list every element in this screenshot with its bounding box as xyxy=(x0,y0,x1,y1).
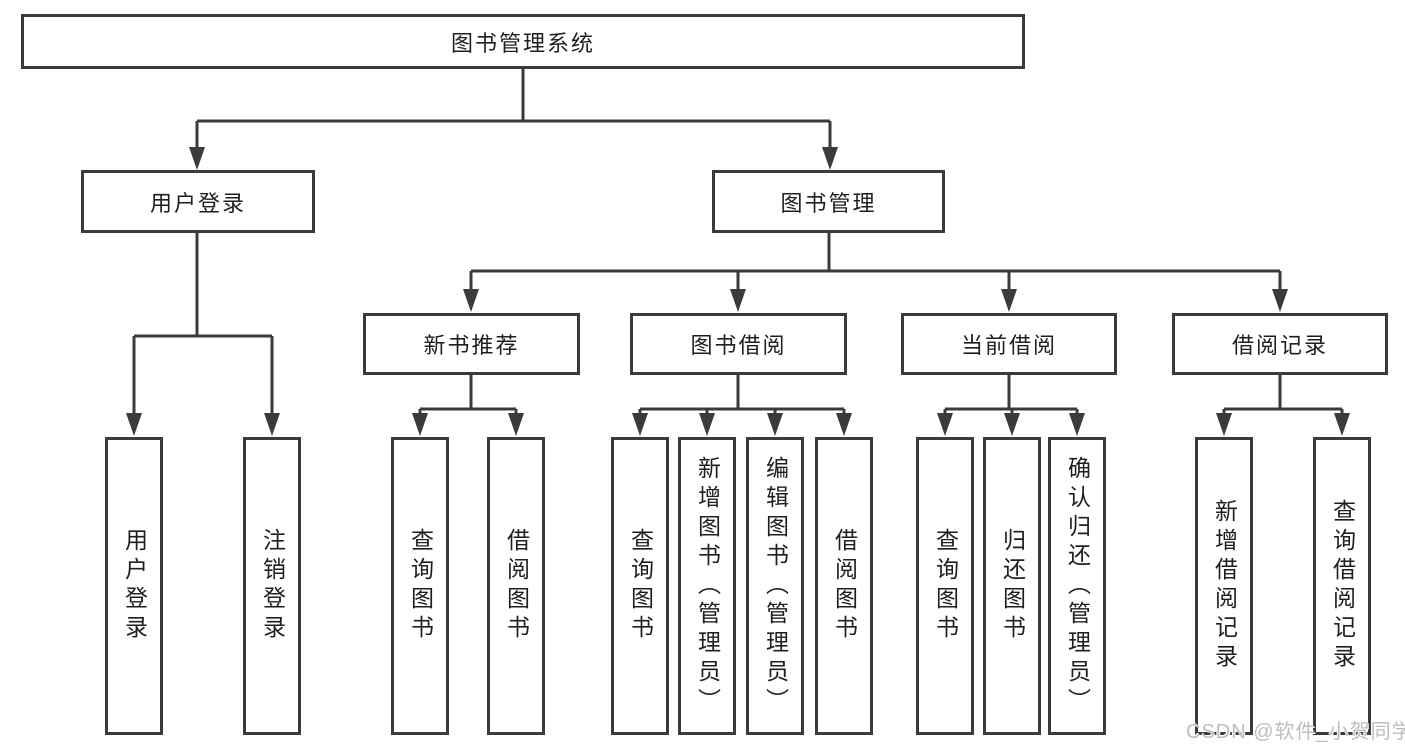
connector-new-book-recommend-children xyxy=(418,375,518,414)
leaf-logout: 注销登录 xyxy=(243,437,301,735)
arrowhead xyxy=(264,413,280,436)
arrowhead xyxy=(836,413,852,436)
arrowhead xyxy=(937,413,953,436)
leaf-user-login: 用户登录 xyxy=(105,437,163,735)
arrowhead xyxy=(1004,413,1020,436)
leaf-borrowing-borrow-books: 借阅图书 xyxy=(815,437,873,735)
arrowhead xyxy=(822,147,838,170)
arrowhead xyxy=(463,289,479,312)
leaf-borrowing-edit-books-admin: 编辑图书（管理员） xyxy=(746,437,804,735)
leaf-records-query-borrow-record: 查询借阅记录 xyxy=(1313,437,1371,735)
node-borrowing-records: 借阅记录 xyxy=(1172,313,1388,375)
leaf-recommend-query-books: 查询图书 xyxy=(391,437,449,735)
connector-book-management-children xyxy=(469,233,1282,290)
connector-book-borrowing-children xyxy=(638,375,846,414)
node-new-book-recommend: 新书推荐 xyxy=(363,313,580,375)
arrowhead xyxy=(730,289,746,312)
arrowhead xyxy=(699,413,715,436)
watermark: CSDN @软件_小贺同学 xyxy=(1186,721,1405,743)
arrowhead xyxy=(189,147,205,170)
arrowhead xyxy=(1001,289,1017,312)
arrowhead xyxy=(767,413,783,436)
connector-user-login-children xyxy=(132,233,274,414)
leaf-records-add-borrow-record: 新增借阅记录 xyxy=(1195,437,1253,735)
arrowheads xyxy=(126,147,1350,436)
arrowhead xyxy=(508,413,524,436)
connector-root-to-level2 xyxy=(195,69,832,149)
leaf-current-return-books: 归还图书 xyxy=(983,437,1041,735)
leaf-current-confirm-return-admin: 确认归还（管理员） xyxy=(1048,437,1106,735)
arrowhead xyxy=(412,413,428,436)
node-book-management: 图书管理 xyxy=(712,170,945,233)
leaf-borrowing-add-books-admin: 新增图书（管理员） xyxy=(678,437,736,735)
leaf-borrowing-query-books: 查询图书 xyxy=(611,437,669,735)
arrowhead xyxy=(632,413,648,436)
node-book-borrowing: 图书借阅 xyxy=(630,313,847,375)
node-root: 图书管理系统 xyxy=(21,14,1025,69)
node-user-login: 用户登录 xyxy=(81,170,315,233)
arrowhead xyxy=(126,413,142,436)
connector-current-borrowing-children xyxy=(943,375,1079,414)
connector-borrowing-records-children xyxy=(1222,375,1344,414)
arrowhead xyxy=(1334,413,1350,436)
arrowhead xyxy=(1216,413,1232,436)
arrowhead xyxy=(1069,413,1085,436)
leaf-current-query-books: 查询图书 xyxy=(916,437,974,735)
node-current-borrowing: 当前借阅 xyxy=(901,313,1117,375)
leaf-recommend-borrow-books: 借阅图书 xyxy=(487,437,545,735)
arrowhead xyxy=(1272,289,1288,312)
